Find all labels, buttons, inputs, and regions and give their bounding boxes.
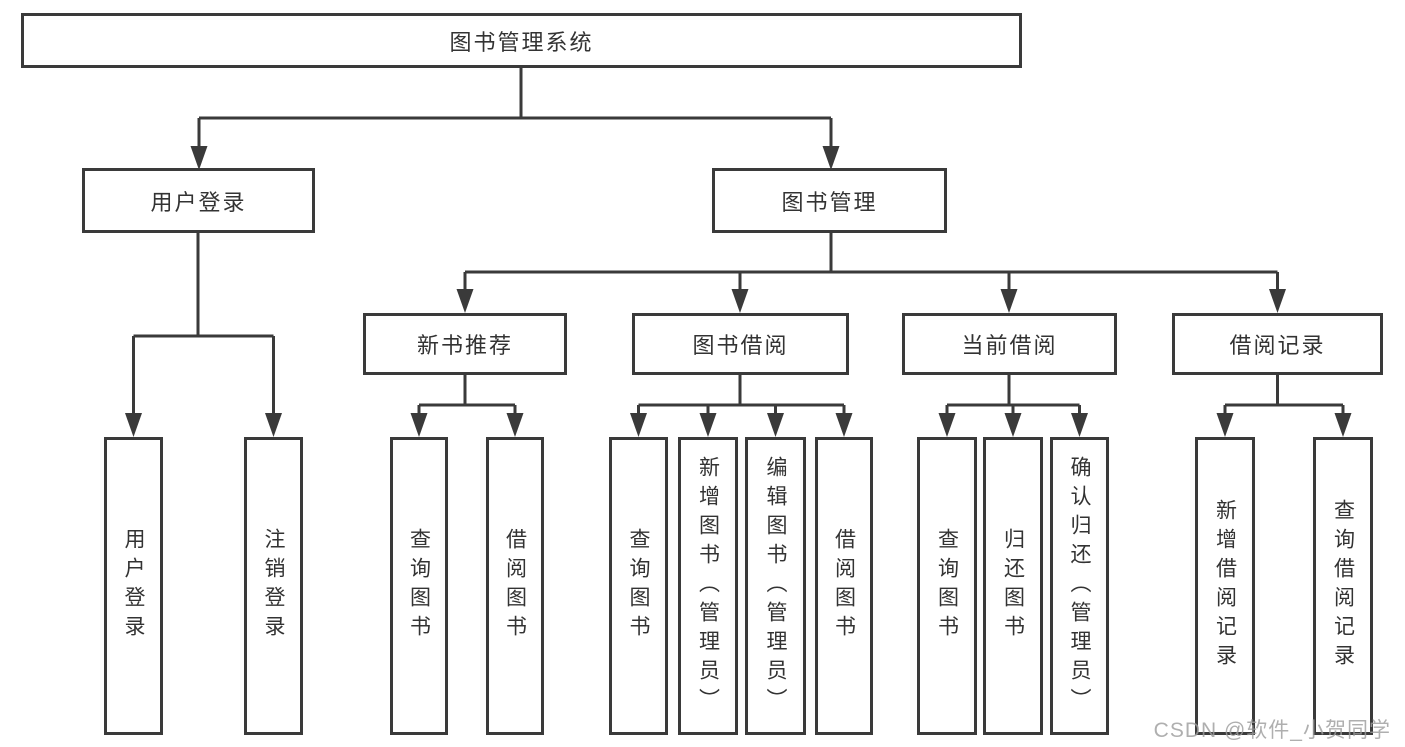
leaf-return-books: 归还图书 — [983, 437, 1043, 735]
leaf-label: 查询图书 — [407, 528, 431, 644]
leaf-confirm-return-admin: 确认归还（管理员） — [1050, 437, 1109, 735]
leaf-borrow-books-recommend: 借阅图书 — [486, 437, 544, 735]
leaf-label: 新增图书（管理员） — [696, 455, 720, 717]
leaf-query-books-borrowing: 查询图书 — [609, 437, 668, 735]
leaf-label: 查询图书 — [627, 528, 650, 644]
leaf-borrow-books-borrowing: 借阅图书 — [815, 437, 873, 735]
leaf-query-books-current: 查询图书 — [917, 437, 977, 735]
node-root: 图书管理系统 — [21, 13, 1022, 68]
leaf-user-login: 用户登录 — [104, 437, 163, 735]
leaf-query-books-recommend: 查询图书 — [390, 437, 448, 735]
node-book-management: 图书管理 — [712, 168, 947, 233]
node-current-borrowing: 当前借阅 — [902, 313, 1117, 375]
leaf-label: 注销登录 — [262, 528, 285, 644]
leaf-label: 确认归还（管理员） — [1068, 455, 1091, 717]
leaf-query-borrow-record: 查询借阅记录 — [1313, 437, 1373, 735]
leaf-label: 查询图书 — [935, 528, 959, 644]
leaf-add-books-admin: 新增图书（管理员） — [678, 437, 738, 735]
arrowheads — [125, 146, 1352, 437]
leaf-edit-books-admin: 编辑图书（管理员） — [745, 437, 806, 735]
node-new-book-recommend: 新书推荐 — [363, 313, 567, 375]
leaf-label: 借阅图书 — [832, 528, 856, 644]
leaf-label: 新增借阅记录 — [1213, 499, 1237, 673]
leaf-label: 用户登录 — [122, 528, 145, 644]
leaf-label: 查询借阅记录 — [1331, 499, 1355, 673]
leaf-label: 编辑图书（管理员） — [764, 455, 787, 717]
leaf-add-borrow-record: 新增借阅记录 — [1195, 437, 1255, 735]
node-user-login: 用户登录 — [82, 168, 315, 233]
node-book-borrowing: 图书借阅 — [632, 313, 849, 375]
leaf-logout: 注销登录 — [244, 437, 303, 735]
leaf-label: 归还图书 — [1001, 528, 1025, 644]
node-borrowing-records: 借阅记录 — [1172, 313, 1383, 375]
leaf-label: 借阅图书 — [503, 528, 527, 644]
